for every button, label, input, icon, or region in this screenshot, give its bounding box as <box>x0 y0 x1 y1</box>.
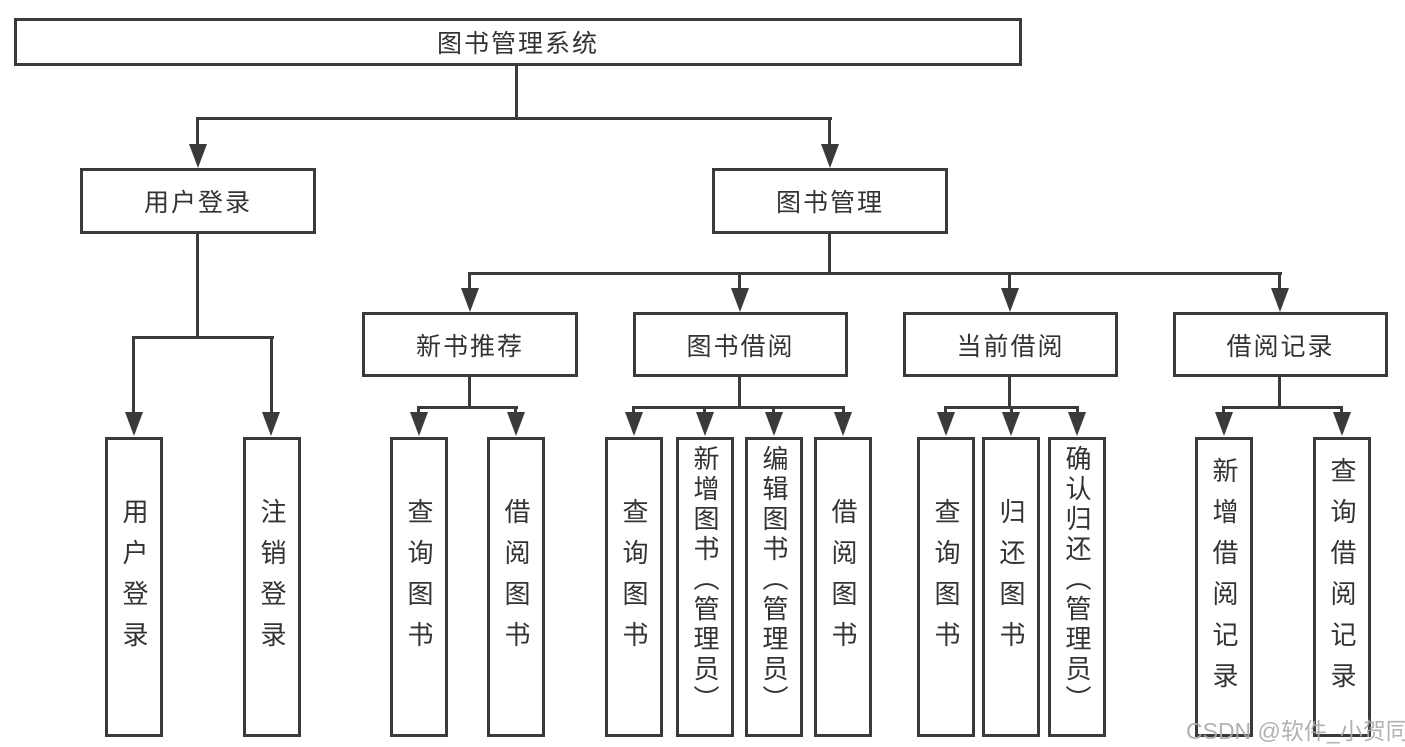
group-label: 新书推荐 <box>415 332 524 361</box>
group-box-book-borrowing: 图书借阅 <box>633 312 848 377</box>
connector-line <box>1010 406 1013 414</box>
leaf-label: 注销登录 <box>257 498 287 662</box>
connector-line <box>515 66 518 118</box>
arrow-down-icon <box>461 288 479 312</box>
leaf-label: 新增图书（管理员） <box>690 445 720 715</box>
connector-line <box>417 406 518 409</box>
group-label: 图书借阅 <box>686 332 795 361</box>
connector-line <box>632 406 845 409</box>
leaf-label: 查询图书 <box>619 498 649 662</box>
connector-line <box>132 336 274 339</box>
root-box-library-system: 图书管理系统 <box>14 18 1022 66</box>
connector-line <box>772 406 775 414</box>
group-label: 借阅记录 <box>1226 332 1335 361</box>
connector-line <box>944 406 947 414</box>
connector-line <box>828 117 831 145</box>
leaf-edit-books-admin: 编辑图书（管理员） <box>745 437 803 737</box>
leaf-add-books-admin: 新增图书（管理员） <box>676 437 734 737</box>
leaf-label: 确认归还（管理员） <box>1062 445 1092 715</box>
arrow-down-icon <box>1271 288 1289 312</box>
connector-line <box>468 375 471 408</box>
leaf-borrowing-borrow-books: 借阅图书 <box>814 437 872 737</box>
leaf-current-query-books: 查询图书 <box>917 437 975 737</box>
connector-line <box>196 232 199 339</box>
group-box-current-borrowing: 当前借阅 <box>903 312 1118 377</box>
leaf-query-borrow-record: 查询借阅记录 <box>1313 437 1371 737</box>
leaf-label: 归还图书 <box>996 498 1026 662</box>
connector-line <box>632 406 635 414</box>
connector-line <box>270 336 273 414</box>
connector-line <box>842 406 845 414</box>
branch-box-book-management: 图书管理 <box>712 168 948 234</box>
leaf-borrowing-query-books: 查询图书 <box>605 437 663 737</box>
leaf-label: 查询图书 <box>404 498 434 662</box>
connector-line <box>196 117 199 145</box>
root-label: 图书管理系统 <box>436 30 599 58</box>
connector-line <box>468 272 1282 275</box>
branch-label: 图书管理 <box>775 189 884 217</box>
leaf-label: 新增借阅记录 <box>1209 457 1239 703</box>
arrow-down-icon <box>507 412 525 436</box>
connector-line <box>738 375 741 408</box>
connector-line <box>1340 406 1343 414</box>
leaf-label: 用户登录 <box>119 498 149 662</box>
leaf-recommend-query-books: 查询图书 <box>390 437 448 737</box>
leaf-add-borrow-record: 新增借阅记录 <box>1195 437 1253 737</box>
arrow-down-icon <box>410 412 428 436</box>
arrow-down-icon <box>834 412 852 436</box>
leaf-label: 查询图书 <box>931 498 961 662</box>
arrow-down-icon <box>696 412 714 436</box>
leaf-confirm-return-admin: 确认归还（管理员） <box>1048 437 1106 737</box>
connector-line <box>132 336 135 414</box>
connector-line <box>828 232 831 274</box>
arrow-down-icon <box>731 288 749 312</box>
arrow-down-icon <box>1068 412 1086 436</box>
group-box-new-book-recommend: 新书推荐 <box>362 312 578 377</box>
arrow-down-icon <box>1215 412 1233 436</box>
arrow-down-icon <box>625 412 643 436</box>
arrow-down-icon <box>1001 288 1019 312</box>
arrow-down-icon <box>821 144 839 168</box>
connector-line <box>1222 406 1343 409</box>
connector-line <box>1076 406 1079 414</box>
arrow-down-icon <box>765 412 783 436</box>
connector-line <box>1222 406 1225 414</box>
arrow-down-icon <box>1333 412 1351 436</box>
leaf-return-books: 归还图书 <box>982 437 1040 737</box>
connector-line <box>1278 272 1281 289</box>
leaf-recommend-borrow-books: 借阅图书 <box>487 437 545 737</box>
group-box-borrowing-records: 借阅记录 <box>1173 312 1388 377</box>
leaf-label: 查询借阅记录 <box>1327 457 1357 703</box>
connector-line <box>703 406 706 414</box>
connector-line <box>417 406 420 414</box>
leaf-label: 编辑图书（管理员） <box>759 445 789 715</box>
connector-line <box>1008 272 1011 289</box>
group-label: 当前借阅 <box>956 332 1065 361</box>
leaf-label: 借阅图书 <box>828 498 858 662</box>
csdn-watermark: CSDN @软件_小贺同学 <box>1186 718 1405 744</box>
leaf-user-login: 用户登录 <box>105 437 163 737</box>
arrow-down-icon <box>1002 412 1020 436</box>
connector-line <box>1278 375 1281 408</box>
connector-line <box>738 272 741 289</box>
leaf-label: 借阅图书 <box>501 498 531 662</box>
connector-line <box>468 272 471 289</box>
arrow-down-icon <box>262 412 280 436</box>
connector-line <box>1008 375 1011 408</box>
branch-box-user-login: 用户登录 <box>80 168 316 234</box>
arrow-down-icon <box>125 412 143 436</box>
connector-line <box>196 117 832 120</box>
arrow-down-icon <box>937 412 955 436</box>
leaf-logout: 注销登录 <box>243 437 301 737</box>
connector-line <box>514 406 517 414</box>
arrow-down-icon <box>189 144 207 168</box>
branch-label: 用户登录 <box>143 189 252 217</box>
